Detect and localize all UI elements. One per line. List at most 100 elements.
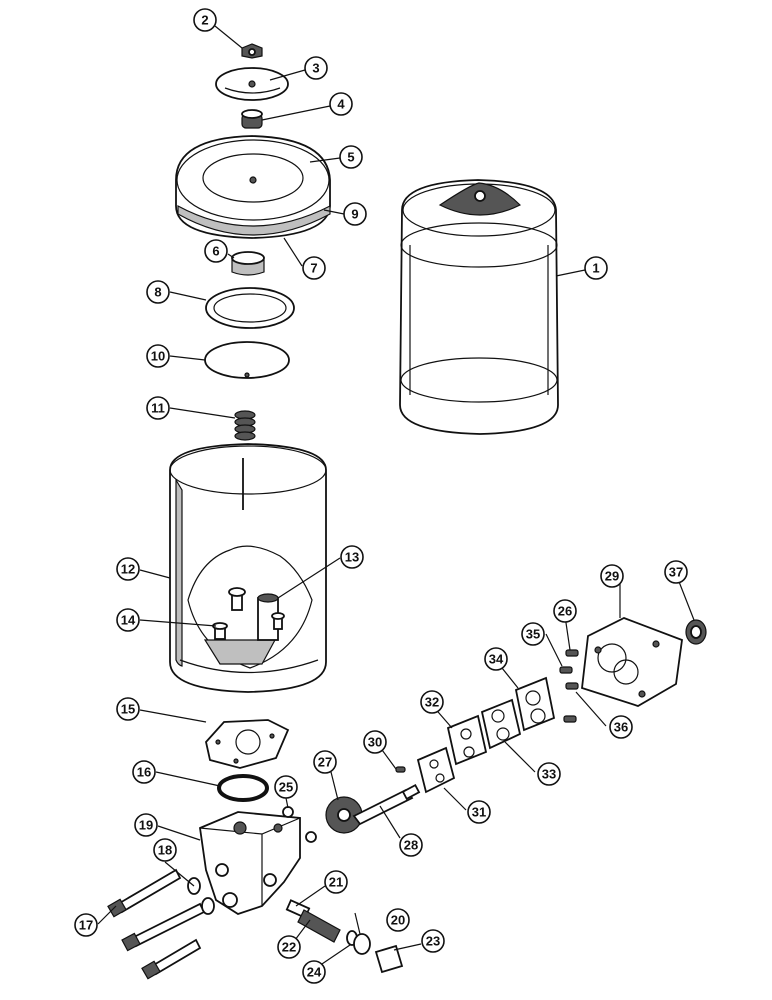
callout-34: 34 — [484, 647, 508, 671]
callout-2: 2 — [193, 8, 217, 32]
callout-11: 11 — [146, 396, 170, 420]
shaft-seal — [685, 619, 707, 645]
gasket-ring — [205, 287, 295, 329]
svg-text:9: 9 — [351, 207, 358, 222]
callout-24: 24 — [302, 960, 326, 984]
svg-text:6: 6 — [212, 244, 219, 259]
svg-text:21: 21 — [329, 875, 343, 890]
svg-text:34: 34 — [489, 652, 504, 667]
svg-text:31: 31 — [472, 805, 486, 820]
svg-text:16: 16 — [137, 765, 151, 780]
callout-33: 33 — [537, 762, 561, 786]
callout-30: 30 — [363, 730, 387, 754]
svg-text:7: 7 — [310, 261, 317, 276]
leader-lines — [97, 25, 695, 969]
callout-36: 36 — [609, 715, 633, 739]
callout-25: 25 — [274, 775, 298, 799]
spring-plate — [204, 341, 290, 379]
svg-text:22: 22 — [282, 940, 296, 955]
dowel-pins — [559, 649, 579, 723]
callout-19: 19 — [134, 813, 158, 837]
callouts: 2 3 4 5 9 1 6 7 8 10 11 12 13 14 15 16 1… — [74, 8, 688, 984]
svg-text:14: 14 — [121, 613, 136, 628]
callout-9: 9 — [343, 202, 367, 226]
filter-cover — [175, 135, 331, 239]
svg-text:20: 20 — [391, 913, 405, 928]
drive-shaft — [352, 783, 421, 826]
callout-29: 29 — [600, 564, 624, 588]
svg-text:36: 36 — [614, 720, 628, 735]
callout-37: 37 — [664, 560, 688, 584]
filter-housing — [169, 443, 327, 693]
top-cap — [215, 67, 289, 101]
svg-text:5: 5 — [347, 150, 354, 165]
spring — [234, 410, 256, 441]
callout-5: 5 — [339, 145, 363, 169]
callout-10: 10 — [146, 344, 170, 368]
pump-body — [199, 811, 301, 915]
callout-1: 1 — [584, 256, 608, 280]
base-gasket — [205, 719, 290, 769]
callout-12: 12 — [116, 557, 140, 581]
callout-4: 4 — [329, 92, 353, 116]
callout-17: 17 — [74, 913, 98, 937]
plate-gasket-b — [480, 698, 522, 750]
drive-gear — [325, 796, 363, 834]
svg-text:19: 19 — [139, 818, 153, 833]
svg-text:11: 11 — [151, 401, 165, 416]
relief-valve — [285, 899, 404, 974]
svg-text:32: 32 — [425, 695, 439, 710]
callout-8: 8 — [146, 280, 170, 304]
callout-13: 13 — [340, 545, 364, 569]
svg-text:26: 26 — [558, 604, 572, 619]
callout-26: 26 — [553, 599, 577, 623]
callout-6: 6 — [204, 239, 228, 263]
svg-text:28: 28 — [404, 838, 418, 853]
svg-text:3: 3 — [312, 61, 319, 76]
svg-text:13: 13 — [345, 550, 359, 565]
gear-plate — [514, 676, 556, 732]
callout-28: 28 — [399, 833, 423, 857]
svg-text:37: 37 — [669, 565, 683, 580]
svg-text:18: 18 — [158, 843, 172, 858]
pump-cover — [581, 617, 683, 707]
svg-text:27: 27 — [318, 755, 332, 770]
callout-3: 3 — [304, 56, 328, 80]
callout-20: 20 — [386, 908, 410, 932]
callout-23: 23 — [421, 929, 445, 953]
svg-text:23: 23 — [426, 934, 440, 949]
svg-text:15: 15 — [121, 702, 135, 717]
callout-22: 22 — [277, 935, 301, 959]
center-nut — [231, 251, 265, 276]
filter-element — [399, 179, 559, 435]
svg-text:24: 24 — [307, 965, 322, 980]
callout-32: 32 — [420, 690, 444, 714]
callout-35: 35 — [521, 622, 545, 646]
svg-text:33: 33 — [542, 767, 556, 782]
o-ring — [217, 774, 269, 802]
plate-gasket-a — [446, 714, 488, 766]
svg-text:4: 4 — [337, 97, 345, 112]
mounting-bolts — [107, 868, 215, 980]
callout-16: 16 — [132, 760, 156, 784]
svg-text:1: 1 — [592, 261, 599, 276]
svg-text:10: 10 — [151, 349, 165, 364]
svg-text:35: 35 — [526, 627, 540, 642]
svg-text:25: 25 — [279, 780, 293, 795]
svg-text:8: 8 — [154, 285, 161, 300]
svg-text:17: 17 — [79, 918, 93, 933]
wear-plate — [416, 746, 456, 794]
svg-text:30: 30 — [368, 735, 382, 750]
callout-21: 21 — [324, 870, 348, 894]
callout-15: 15 — [116, 697, 140, 721]
wing-nut — [241, 43, 263, 59]
callout-31: 31 — [467, 800, 491, 824]
svg-text:12: 12 — [121, 562, 135, 577]
callout-7: 7 — [302, 256, 326, 280]
svg-text:29: 29 — [605, 569, 619, 584]
shaft-key — [395, 766, 406, 773]
seal-nut — [241, 109, 263, 129]
callout-27: 27 — [313, 750, 337, 774]
callout-14: 14 — [116, 608, 140, 632]
